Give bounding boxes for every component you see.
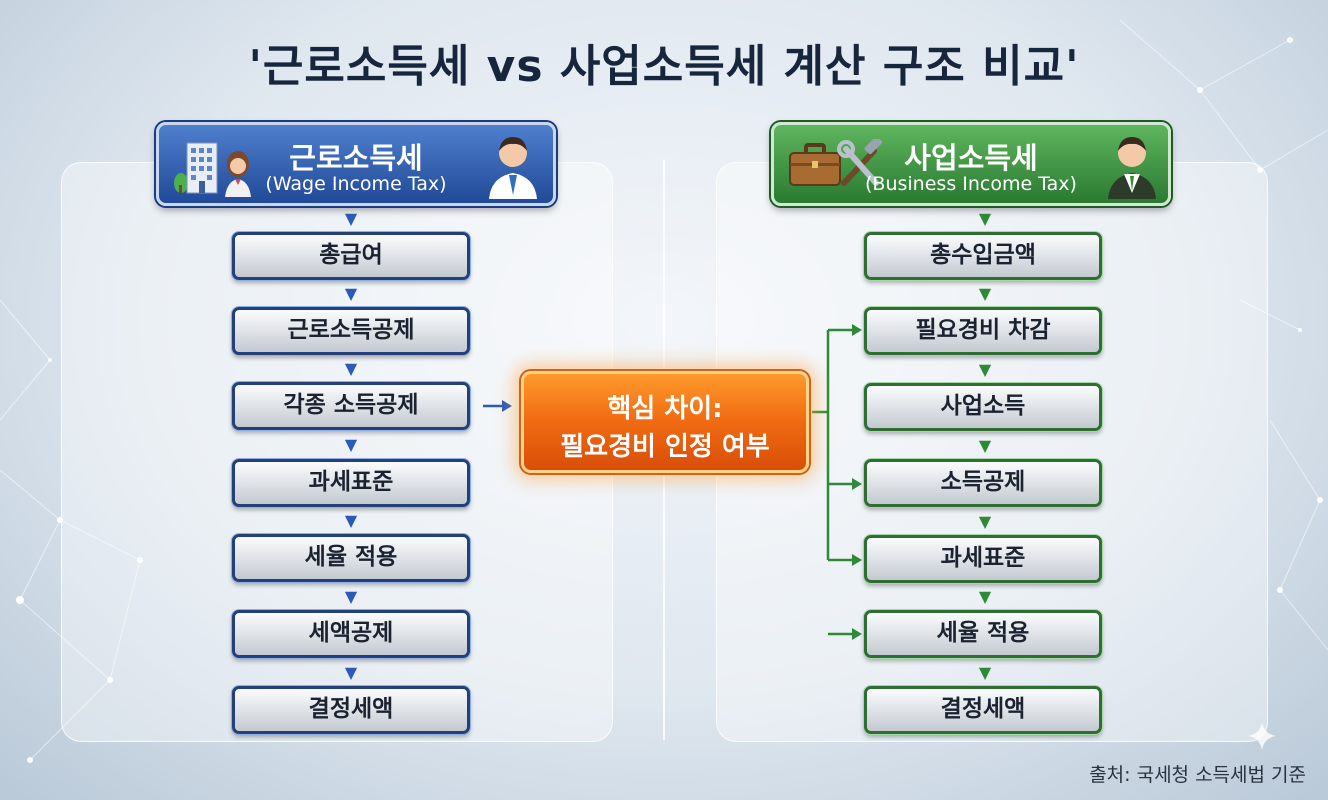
wage-flow-arrow: ▼ [344,284,358,303]
wage-step-5: 세율 적용 [232,534,470,582]
business-step-3: 사업소득 [864,383,1102,431]
business-flow-arrow: ▼ [978,512,992,531]
page-title: '근로소득세 vs 사업소득세 계산 구조 비교' [248,41,1080,92]
wage-header-title: 근로소득세 [289,141,423,175]
business-step-2: 필요경비 차감 [864,307,1102,355]
wage-flow-arrow: ▼ [344,663,358,682]
business-flow-arrow: ▼ [978,360,992,379]
businessman-icon [1104,131,1160,203]
business-step-5: 과세표준 [864,535,1102,583]
tools-icon [836,136,884,195]
wage-step-2: 근로소득공제 [232,307,470,355]
wage-flow-arrow: ▼ [344,511,358,530]
wage-flow-arrow: ▼ [344,435,358,454]
key-difference-line2: 필요경비 인정 여부 [560,432,770,462]
key-difference-line1: 핵심 차이: [607,394,723,424]
business-flow-arrow: ▼ [978,663,992,682]
wage-step-1: 총급여 [232,232,470,280]
business-header: 사업소득세 (Business Income Tax) [771,122,1171,206]
key-difference-box: 핵심 차이: 필요경비 인정 여부 [521,371,809,473]
wage-header-subtitle: (Wage Income Tax) [265,173,447,195]
wage-step-4: 과세표준 [232,459,470,507]
wage-step-3: 각종 소득공제 [232,382,470,430]
business-flow-arrow: ▼ [978,284,992,303]
sparkle-icon [1248,722,1276,750]
wage-step-7: 결정세액 [232,686,470,734]
business-step-1: 총수입금액 [864,232,1102,280]
business-step-6: 세율 적용 [864,610,1102,658]
wage-flow-arrow: ▼ [344,359,358,378]
business-flow-arrow: ▼ [978,587,992,606]
business-step-7: 결정세액 [864,686,1102,734]
business-header-subtitle: (Business Income Tax) [865,173,1077,195]
source-note: 출처: 국세청 소득세법 기준 [1089,764,1306,786]
business-header-title: 사업소득세 [904,141,1038,175]
wage-flow-arrow: ▼ [344,209,358,228]
business-flow-arrow: ▼ [978,209,992,228]
building-icon [173,133,223,199]
wage-header: 근로소득세 (Wage Income Tax) [156,122,556,206]
business-step-4: 소득공제 [864,459,1102,507]
briefcase-icon [788,143,842,191]
wage-flow-arrow: ▼ [344,587,358,606]
wage-step-6: 세액공제 [232,610,470,658]
business-flow-arrow: ▼ [978,436,992,455]
male-employee-icon [485,131,541,203]
female-worker-icon [219,147,257,201]
